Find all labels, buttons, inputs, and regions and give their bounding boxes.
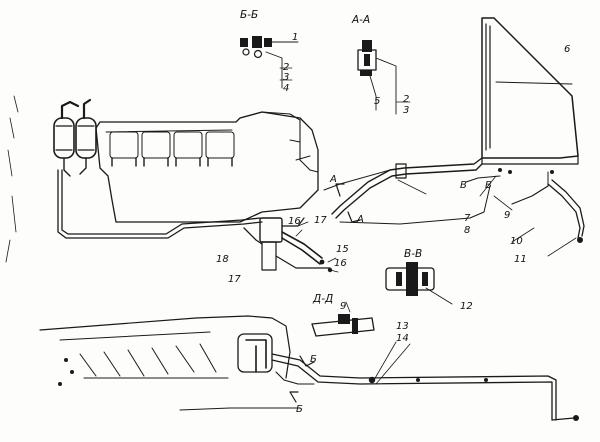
leader-lines [295,175,577,385]
callout-17-bottom: 17 [228,274,241,285]
section-title-vv: В-В [404,248,422,260]
callout-1: 1 [292,32,298,43]
cut-marker-a-upper [335,183,345,197]
callout-3-aa: 3 [403,105,409,116]
lower-long-pipe [179,353,579,421]
cut-marker-b-upper [299,355,315,367]
callout-3-bb: 3 [283,72,289,83]
callout-18: 18 [216,254,229,265]
cut-label-b-lower: Б [296,404,303,415]
lower-view-engine [39,315,291,386]
callout-11: 11 [514,254,527,265]
cut-marker-a-lower [347,211,361,223]
tank-drain-assembly [511,171,585,243]
callout-16-top: 16 [288,216,301,227]
section-aa-detail [357,40,411,115]
callout-13: 13 [396,321,409,332]
supply-pipe-upper [57,169,263,239]
section-title-dd: Д-Д [312,293,333,305]
callout-17-top: 17 [314,215,327,226]
left-edge-sketch [5,95,19,263]
callout-2-bb: 2 [283,62,289,73]
fuel-filters [53,98,97,177]
callout-2-aa: 2 [403,94,409,105]
engine-body [95,111,319,223]
cut-label-v-right: В [485,180,492,191]
callout-14: 14 [396,333,409,344]
section-title-aa: А-А [351,14,370,26]
callout-12: 12 [460,301,473,312]
callout-10: 10 [510,236,523,247]
cut-marker-b-lower [289,391,299,403]
section-vv-detail [385,262,453,305]
section-dd-detail [311,301,375,337]
section-bb-detail [240,36,299,89]
callout-5-aa: 5 [374,96,380,107]
tank-outlet-pipe [323,157,501,225]
callout-7: 7 [464,213,471,224]
callout-4-bb: 4 [283,83,289,94]
cut-label-a-lower: А [356,214,364,225]
fuel-tank [481,17,579,174]
callout-9-dd: 9 [340,301,346,312]
cut-label-b-upper: Б [310,354,317,365]
cut-label-v-left: В [460,180,467,191]
callout-8: 8 [464,225,470,236]
section-title-bb: Б-Б [240,9,258,21]
callout-16-right: 16 [334,258,347,269]
cut-label-a-upper: А [329,174,337,185]
callout-15: 15 [336,244,349,255]
callout-6: 6 [564,44,570,55]
callout-9: 9 [504,210,510,221]
